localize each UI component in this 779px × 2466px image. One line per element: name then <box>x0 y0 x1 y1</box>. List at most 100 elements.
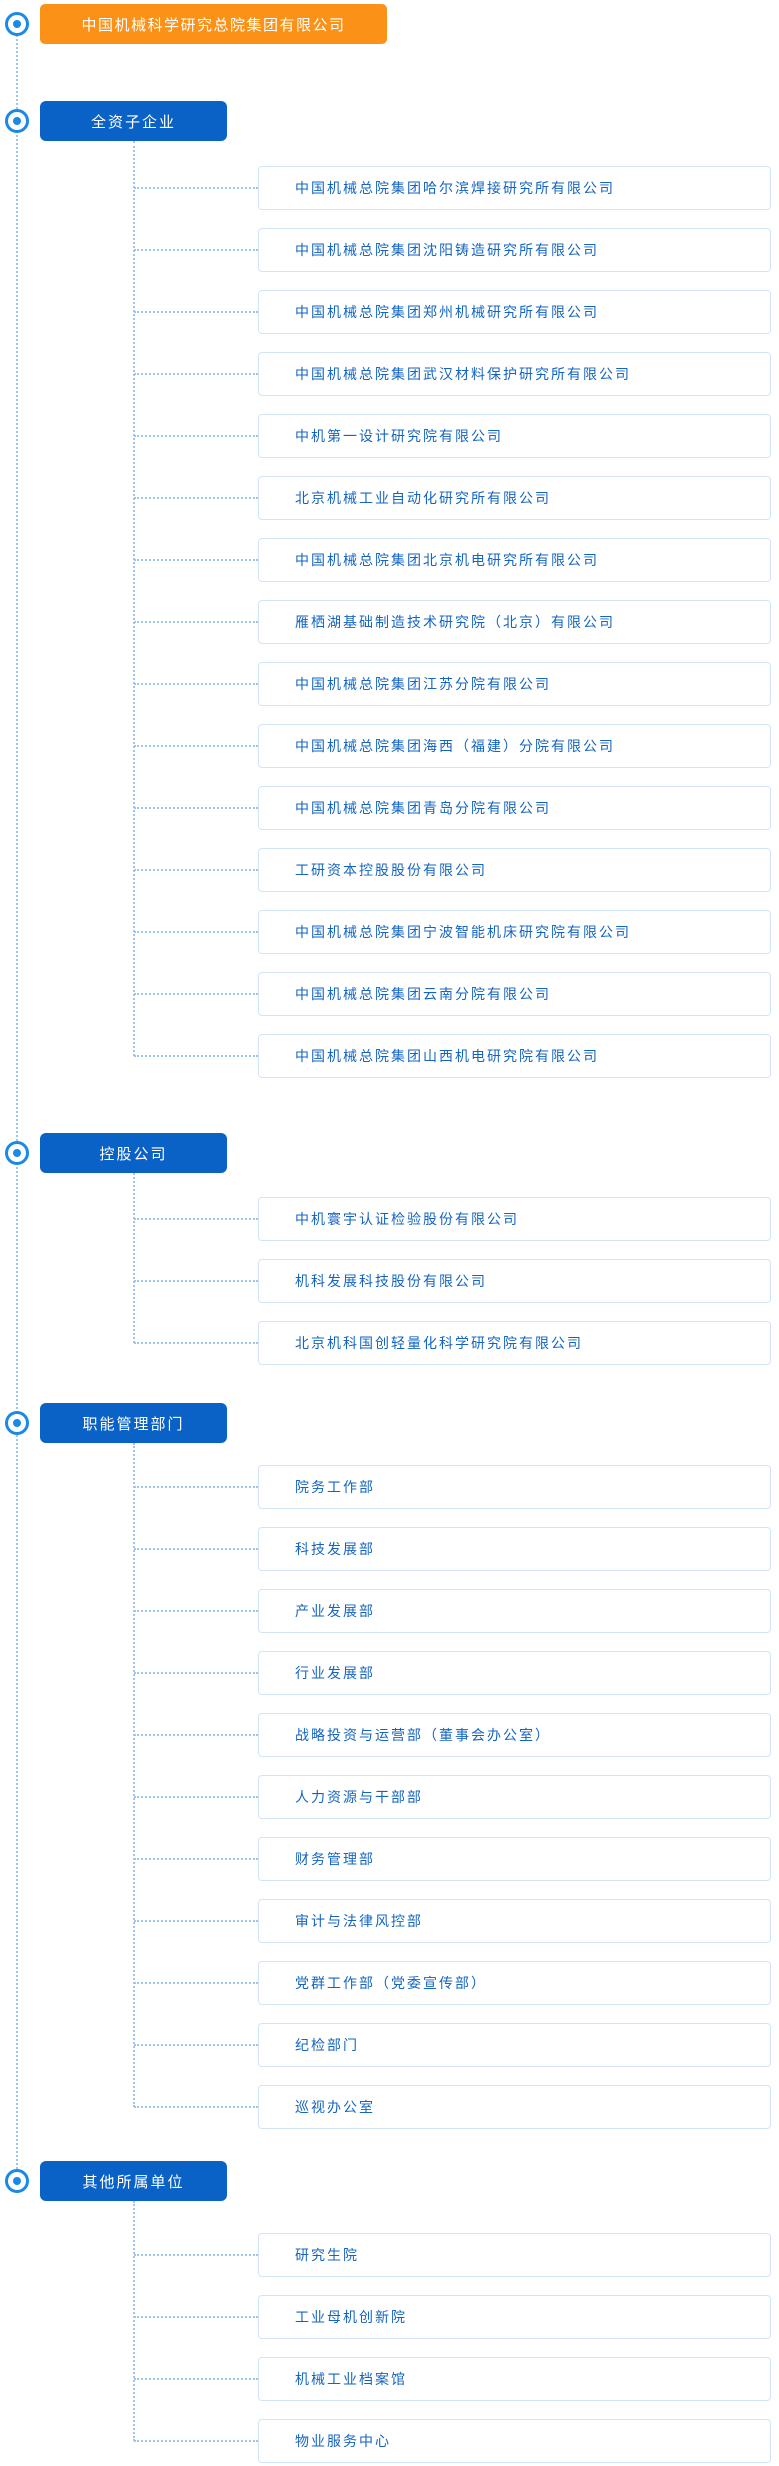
org-node: 工业母机创新院 <box>258 2295 771 2339</box>
org-node-label: 研究生院 <box>295 2247 359 2263</box>
org-node: 中国机械总院集团哈尔滨焊接研究所有限公司 <box>258 166 771 210</box>
node-connector-line <box>134 2316 258 2318</box>
org-node-label: 中国机械总院集团武汉材料保护研究所有限公司 <box>295 366 631 382</box>
org-node: 中国机械总院集团宁波智能机床研究院有限公司 <box>258 910 771 954</box>
org-node-label: 巡视办公室 <box>295 2099 375 2115</box>
org-node-label: 中国机械总院集团海西（福建）分院有限公司 <box>295 738 615 754</box>
section-connector-line <box>133 141 135 1056</box>
node-connector-line <box>134 497 258 499</box>
org-node: 科技发展部 <box>258 1527 771 1571</box>
root-node-label: 中国机械科学研究总院集团有限公司 <box>81 16 346 34</box>
section-header: 其他所属单位 <box>40 2161 227 2201</box>
node-connector-line <box>134 1342 258 1344</box>
org-node: 机械工业档案馆 <box>258 2357 771 2401</box>
node-connector-line <box>134 2106 258 2108</box>
org-node-label: 中国机械总院集团北京机电研究所有限公司 <box>295 552 599 568</box>
org-node: 纪检部门 <box>258 2023 771 2067</box>
org-node-label: 中国机械总院集团沈阳铸造研究所有限公司 <box>295 242 599 258</box>
section-header-label: 控股公司 <box>99 1145 168 1163</box>
node-connector-line <box>134 311 258 313</box>
org-node: 中国机械总院集团北京机电研究所有限公司 <box>258 538 771 582</box>
node-connector-line <box>134 993 258 995</box>
bullseye-icon <box>5 1411 29 1435</box>
node-connector-line <box>134 931 258 933</box>
org-node: 机科发展科技股份有限公司 <box>258 1259 771 1303</box>
org-node: 雁栖湖基础制造技术研究院（北京）有限公司 <box>258 600 771 644</box>
section-header-label: 其他所属单位 <box>82 2173 185 2191</box>
org-node: 党群工作部（党委宣传部） <box>258 1961 771 2005</box>
node-connector-line <box>134 621 258 623</box>
org-node-label: 科技发展部 <box>295 1541 375 1557</box>
node-connector-line <box>134 1982 258 1984</box>
org-node: 北京机科国创轻量化科学研究院有限公司 <box>258 1321 771 1365</box>
org-node-label: 党群工作部（党委宣传部） <box>295 1975 487 1991</box>
node-connector-line <box>134 1486 258 1488</box>
node-connector-line <box>134 1672 258 1674</box>
org-node: 财务管理部 <box>258 1837 771 1881</box>
node-connector-line <box>134 249 258 251</box>
org-node-label: 院务工作部 <box>295 1479 375 1495</box>
node-connector-line <box>134 1796 258 1798</box>
org-node-label: 工研资本控股股份有限公司 <box>295 862 487 878</box>
section-header: 职能管理部门 <box>40 1403 227 1443</box>
node-connector-line <box>134 2378 258 2380</box>
org-node: 中机寰宇认证检验股份有限公司 <box>258 1197 771 1241</box>
org-node-label: 物业服务中心 <box>295 2433 391 2449</box>
org-node: 战略投资与运营部（董事会办公室） <box>258 1713 771 1757</box>
org-node: 中国机械总院集团郑州机械研究所有限公司 <box>258 290 771 334</box>
section-connector-line <box>133 2201 135 2441</box>
bullseye-icon <box>5 2169 29 2193</box>
org-node-label: 产业发展部 <box>295 1603 375 1619</box>
org-node: 中国机械总院集团沈阳铸造研究所有限公司 <box>258 228 771 272</box>
node-connector-line <box>134 1734 258 1736</box>
org-node-label: 机科发展科技股份有限公司 <box>295 1273 487 1289</box>
node-connector-line <box>134 1280 258 1282</box>
node-connector-line <box>134 373 258 375</box>
org-node: 中国机械总院集团青岛分院有限公司 <box>258 786 771 830</box>
org-node-label: 北京机械工业自动化研究所有限公司 <box>295 490 551 506</box>
org-node-label: 中国机械总院集团江苏分院有限公司 <box>295 676 551 692</box>
node-connector-line <box>134 1548 258 1550</box>
org-node-label: 机械工业档案馆 <box>295 2371 407 2387</box>
node-connector-line <box>134 2044 258 2046</box>
org-node: 北京机械工业自动化研究所有限公司 <box>258 476 771 520</box>
node-connector-line <box>134 869 258 871</box>
org-node: 院务工作部 <box>258 1465 771 1509</box>
org-node: 中国机械总院集团海西（福建）分院有限公司 <box>258 724 771 768</box>
org-node: 研究生院 <box>258 2233 771 2277</box>
node-connector-line <box>134 559 258 561</box>
org-node: 行业发展部 <box>258 1651 771 1695</box>
org-node: 物业服务中心 <box>258 2419 771 2463</box>
org-node-label: 财务管理部 <box>295 1851 375 1867</box>
root-node: 中国机械科学研究总院集团有限公司 <box>40 4 387 44</box>
org-node-label: 中机寰宇认证检验股份有限公司 <box>295 1211 519 1227</box>
section-header: 全资子企业 <box>40 101 227 141</box>
org-node-label: 人力资源与干部部 <box>295 1789 423 1805</box>
org-node: 中国机械总院集团山西机电研究院有限公司 <box>258 1034 771 1078</box>
section-connector-line <box>133 1173 135 1343</box>
node-connector-line <box>134 1610 258 1612</box>
org-node-label: 雁栖湖基础制造技术研究院（北京）有限公司 <box>295 614 615 630</box>
org-node-label: 中国机械总院集团郑州机械研究所有限公司 <box>295 304 599 320</box>
org-node-label: 中国机械总院集团云南分院有限公司 <box>295 986 551 1002</box>
org-node-label: 中国机械总院集团青岛分院有限公司 <box>295 800 551 816</box>
node-connector-line <box>134 435 258 437</box>
org-node: 审计与法律风控部 <box>258 1899 771 1943</box>
org-node-label: 北京机科国创轻量化科学研究院有限公司 <box>295 1335 583 1351</box>
org-node: 中机第一设计研究院有限公司 <box>258 414 771 458</box>
node-connector-line <box>134 2440 258 2442</box>
org-node: 人力资源与干部部 <box>258 1775 771 1819</box>
node-connector-line <box>134 745 258 747</box>
org-node: 中国机械总院集团江苏分院有限公司 <box>258 662 771 706</box>
node-connector-line <box>134 807 258 809</box>
section-connector-line <box>133 1443 135 2107</box>
node-connector-line <box>134 1920 258 1922</box>
org-node-label: 审计与法律风控部 <box>295 1913 423 1929</box>
section-header-label: 全资子企业 <box>90 113 176 131</box>
org-node: 工研资本控股股份有限公司 <box>258 848 771 892</box>
org-node: 中国机械总院集团云南分院有限公司 <box>258 972 771 1016</box>
section-header: 控股公司 <box>40 1133 227 1173</box>
org-node-label: 工业母机创新院 <box>295 2309 407 2325</box>
node-connector-line <box>134 1055 258 1057</box>
org-node: 巡视办公室 <box>258 2085 771 2129</box>
